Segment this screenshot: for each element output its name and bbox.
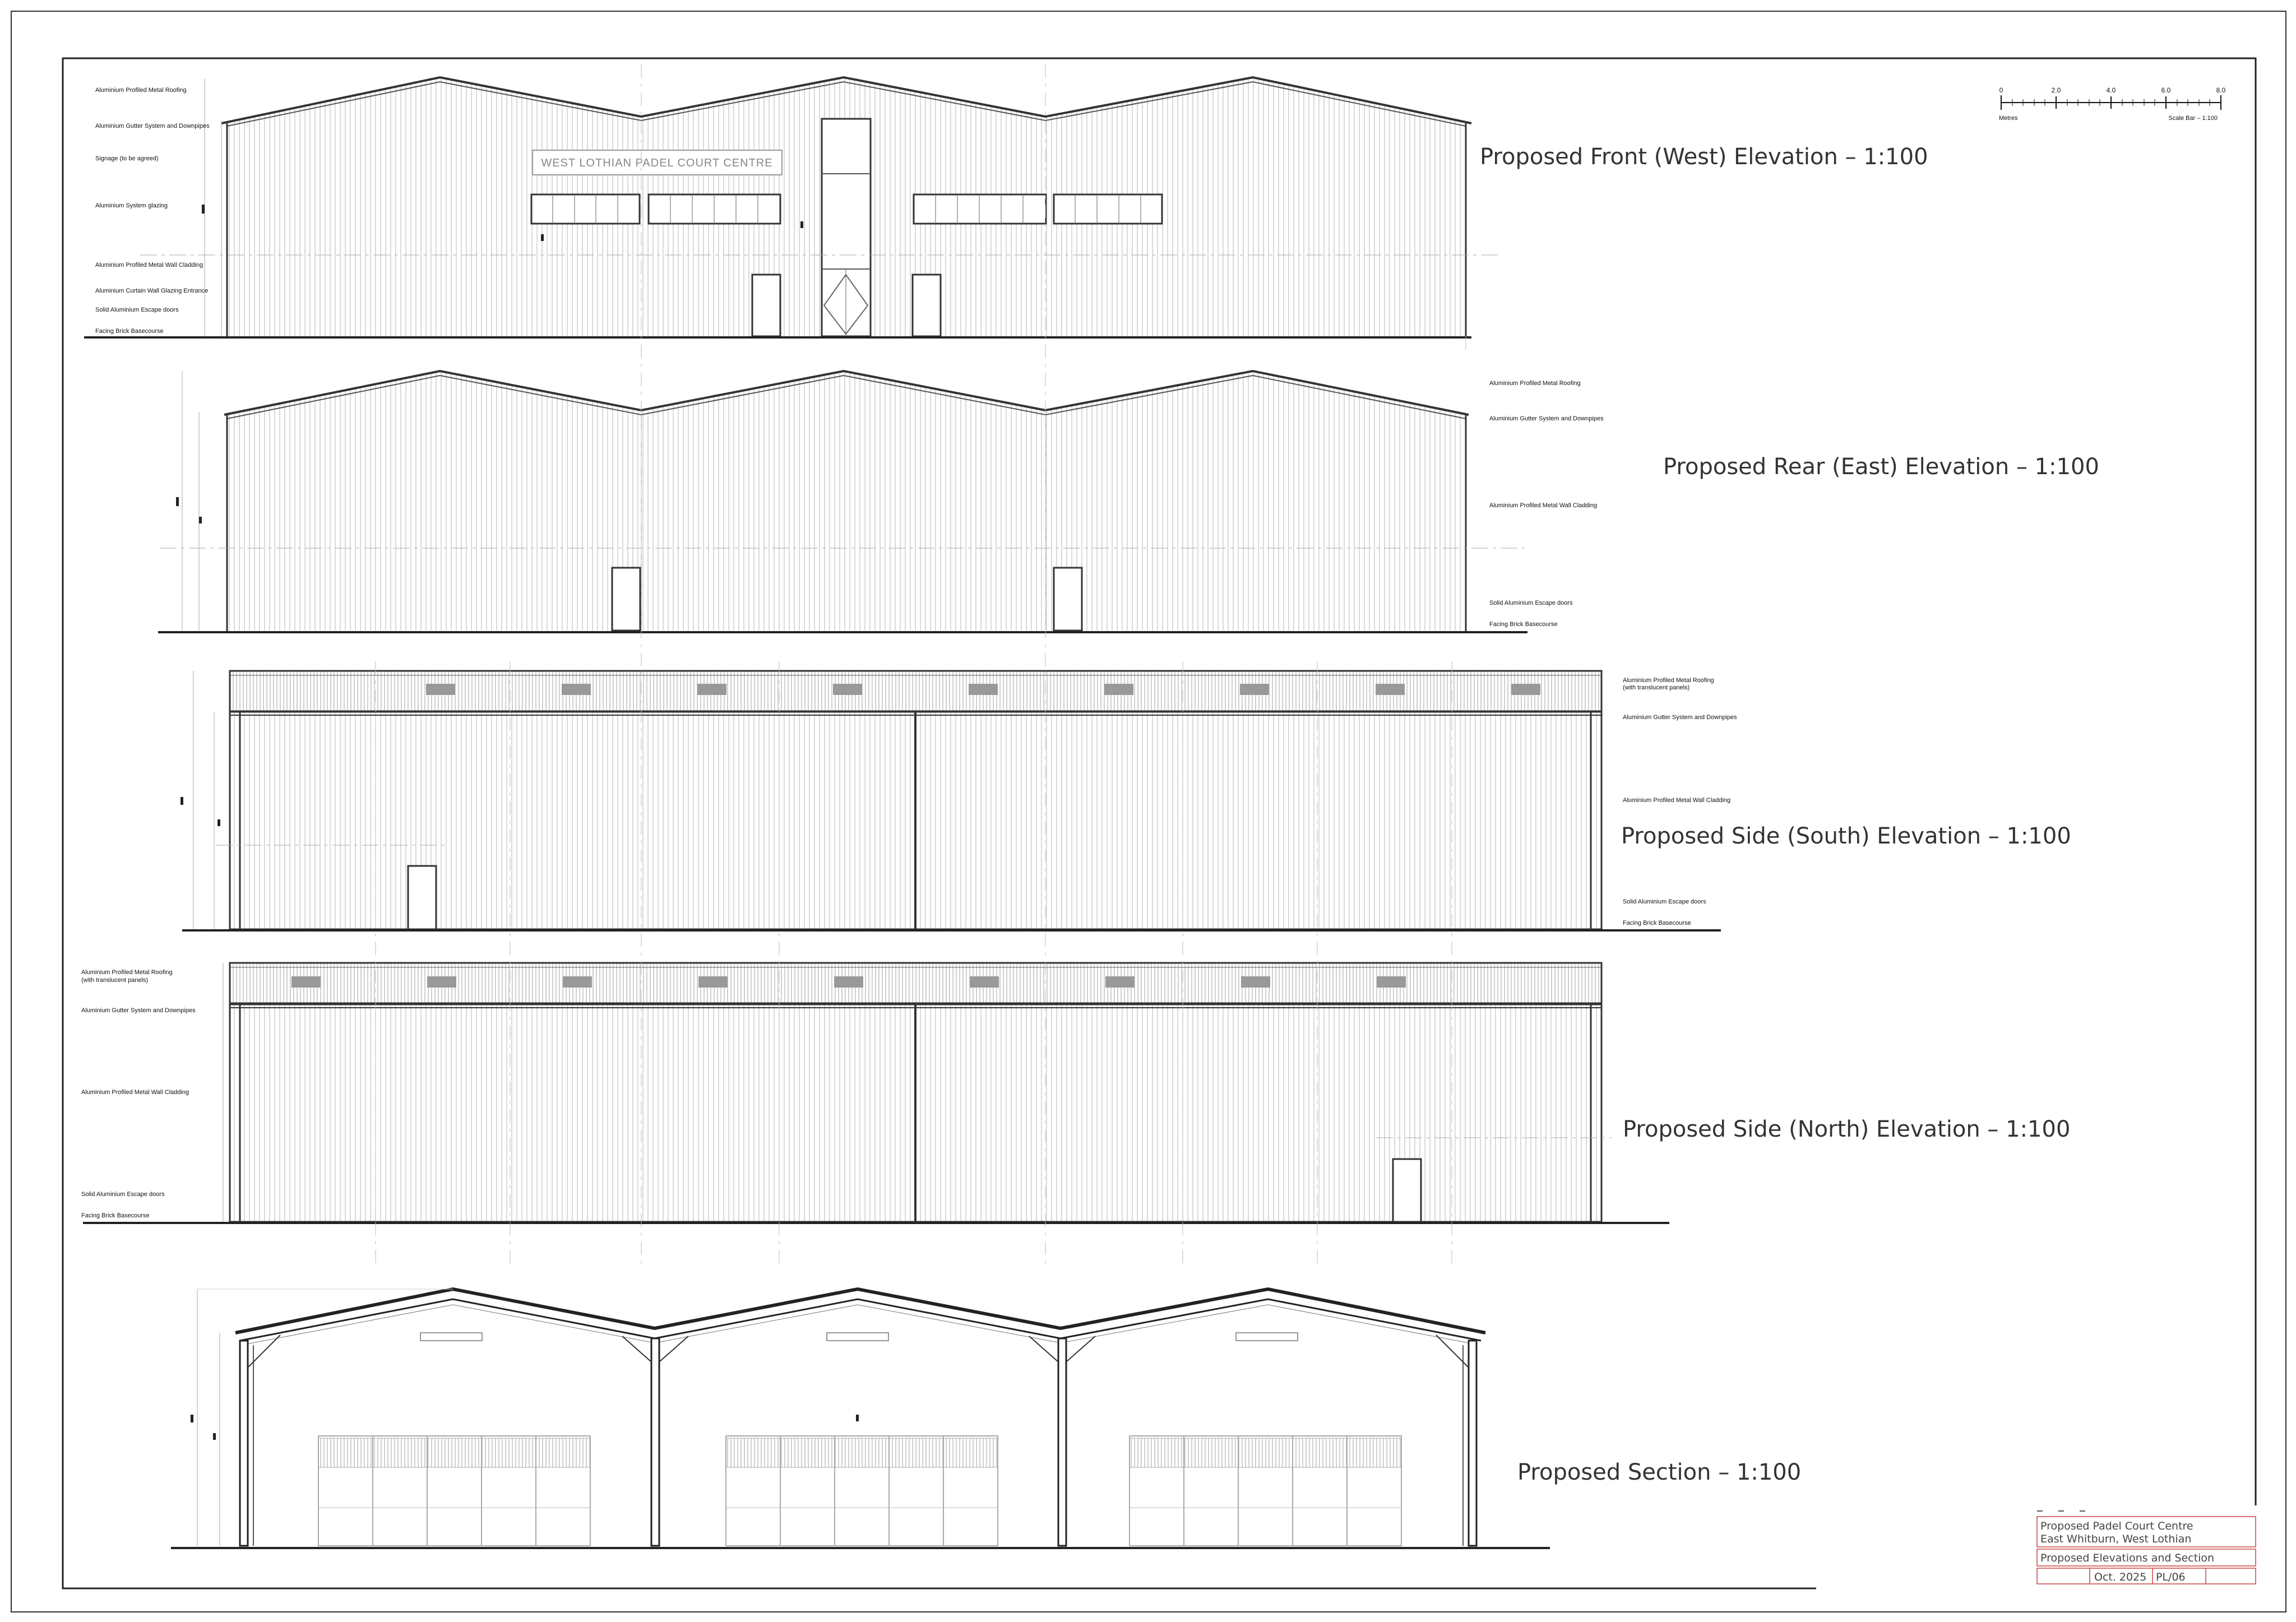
front-note-basecourse: Facing Brick Basecourse bbox=[95, 328, 164, 335]
front-signage: WEST LOTHIAN PADEL COURT CENTRE bbox=[541, 157, 772, 169]
scale-unit: Metres bbox=[1999, 115, 2018, 122]
front-elevation-title: Proposed Front (West) Elevation – 1:100 bbox=[1480, 144, 1928, 170]
scale-tick-8: 8.0 bbox=[2216, 86, 2226, 94]
scale-caption: Scale Bar – 1:100 bbox=[2169, 115, 2218, 122]
title-block-project-line2: East Whitburn, West Lothian bbox=[2040, 1533, 2191, 1545]
scale-tick-2: 2.0 bbox=[2052, 86, 2061, 94]
north-note-escape-doors: Solid Aluminium Escape doors bbox=[81, 1191, 165, 1198]
south-note-cladding: Aluminium Profiled Metal Wall Cladding bbox=[1623, 797, 1730, 804]
title-block: Proposed Padel Court Centre East Whitbur… bbox=[2036, 1510, 2256, 1584]
title-block-drawing-number: PL/06 bbox=[2156, 1571, 2186, 1583]
scale-tick-0: 0 bbox=[1999, 86, 2003, 94]
inner-border bbox=[62, 57, 2257, 1589]
rear-note-basecourse: Facing Brick Basecourse bbox=[1489, 621, 1558, 628]
front-note-gutter: Aluminium Gutter System and Downpipes bbox=[95, 123, 210, 129]
front-note-curtain-wall: Aluminium Curtain Wall Glazing Entrance bbox=[95, 288, 208, 294]
front-note-cladding: Aluminium Profiled Metal Wall Cladding bbox=[95, 262, 203, 268]
court-1 bbox=[318, 1435, 591, 1546]
south-note-translucent: (with translucent panels) bbox=[1623, 684, 1689, 691]
front-note-glazing: Aluminium System glazing bbox=[95, 202, 168, 209]
north-note-gutter: Aluminium Gutter System and Downpipes bbox=[81, 1007, 196, 1014]
title-block-date: Oct. 2025 bbox=[2094, 1571, 2146, 1583]
south-note-escape-doors: Solid Aluminium Escape doors bbox=[1623, 898, 1706, 905]
rear-note-gutter: Aluminium Gutter System and Downpipes bbox=[1489, 415, 1604, 422]
grid-lines bbox=[375, 64, 1466, 1268]
south-elevation: Aluminium Profiled Metal Roofing (with t… bbox=[180, 670, 2071, 932]
title-block-drawing-title: Proposed Elevations and Section bbox=[2040, 1552, 2214, 1564]
south-note-basecourse: Facing Brick Basecourse bbox=[1623, 920, 1691, 926]
scale-bar: 0 2.0 4.0 6.0 8.0 Metres Scale Bar – 1:1… bbox=[1999, 86, 2226, 122]
north-note-basecourse: Facing Brick Basecourse bbox=[81, 1212, 150, 1219]
north-note-cladding: Aluminium Profiled Metal Wall Cladding bbox=[81, 1089, 189, 1096]
title-block-project-line1: Proposed Padel Court Centre bbox=[2040, 1520, 2193, 1532]
north-note-translucent: (with translucent panels) bbox=[81, 977, 148, 984]
section-drawing: Proposed Section – 1:100 bbox=[171, 1287, 1801, 1549]
south-elevation-title: Proposed Side (South) Elevation – 1:100 bbox=[1621, 823, 2071, 849]
south-note-roofing: Aluminium Profiled Metal Roofing bbox=[1623, 677, 1714, 684]
rear-note-cladding: Aluminium Profiled Metal Wall Cladding bbox=[1489, 502, 1597, 509]
north-elevation-title: Proposed Side (North) Elevation – 1:100 bbox=[1623, 1116, 2070, 1142]
north-note-roofing: Aluminium Profiled Metal Roofing bbox=[81, 969, 173, 976]
rear-note-escape-doors: Solid Aluminium Escape doors bbox=[1489, 600, 1573, 606]
rear-elevation-title: Proposed Rear (East) Elevation – 1:100 bbox=[1663, 454, 2099, 480]
court-3 bbox=[1129, 1435, 1402, 1546]
rear-note-roofing: Aluminium Profiled Metal Roofing bbox=[1489, 380, 1581, 387]
outer-border bbox=[11, 11, 2286, 1612]
front-elevation: WEST LOTHIAN PADEL COURT CENTRE bbox=[84, 76, 1928, 339]
section-title: Proposed Section – 1:100 bbox=[1517, 1459, 1801, 1485]
scale-tick-4: 4.0 bbox=[2107, 86, 2116, 94]
court-2 bbox=[725, 1435, 998, 1546]
front-note-roofing: Aluminium Profiled Metal Roofing bbox=[95, 87, 187, 94]
rear-elevation: Aluminium Profiled Metal Roofing Alumini… bbox=[158, 369, 2099, 633]
north-elevation: Aluminium Profiled Metal Roofing (with t… bbox=[81, 962, 2070, 1224]
front-note-escape-doors: Solid Aluminium Escape doors bbox=[95, 307, 179, 313]
south-note-gutter: Aluminium Gutter System and Downpipes bbox=[1623, 714, 1737, 721]
scale-tick-6: 6.0 bbox=[2161, 86, 2171, 94]
front-note-signage: Signage (to be agreed) bbox=[95, 155, 159, 162]
